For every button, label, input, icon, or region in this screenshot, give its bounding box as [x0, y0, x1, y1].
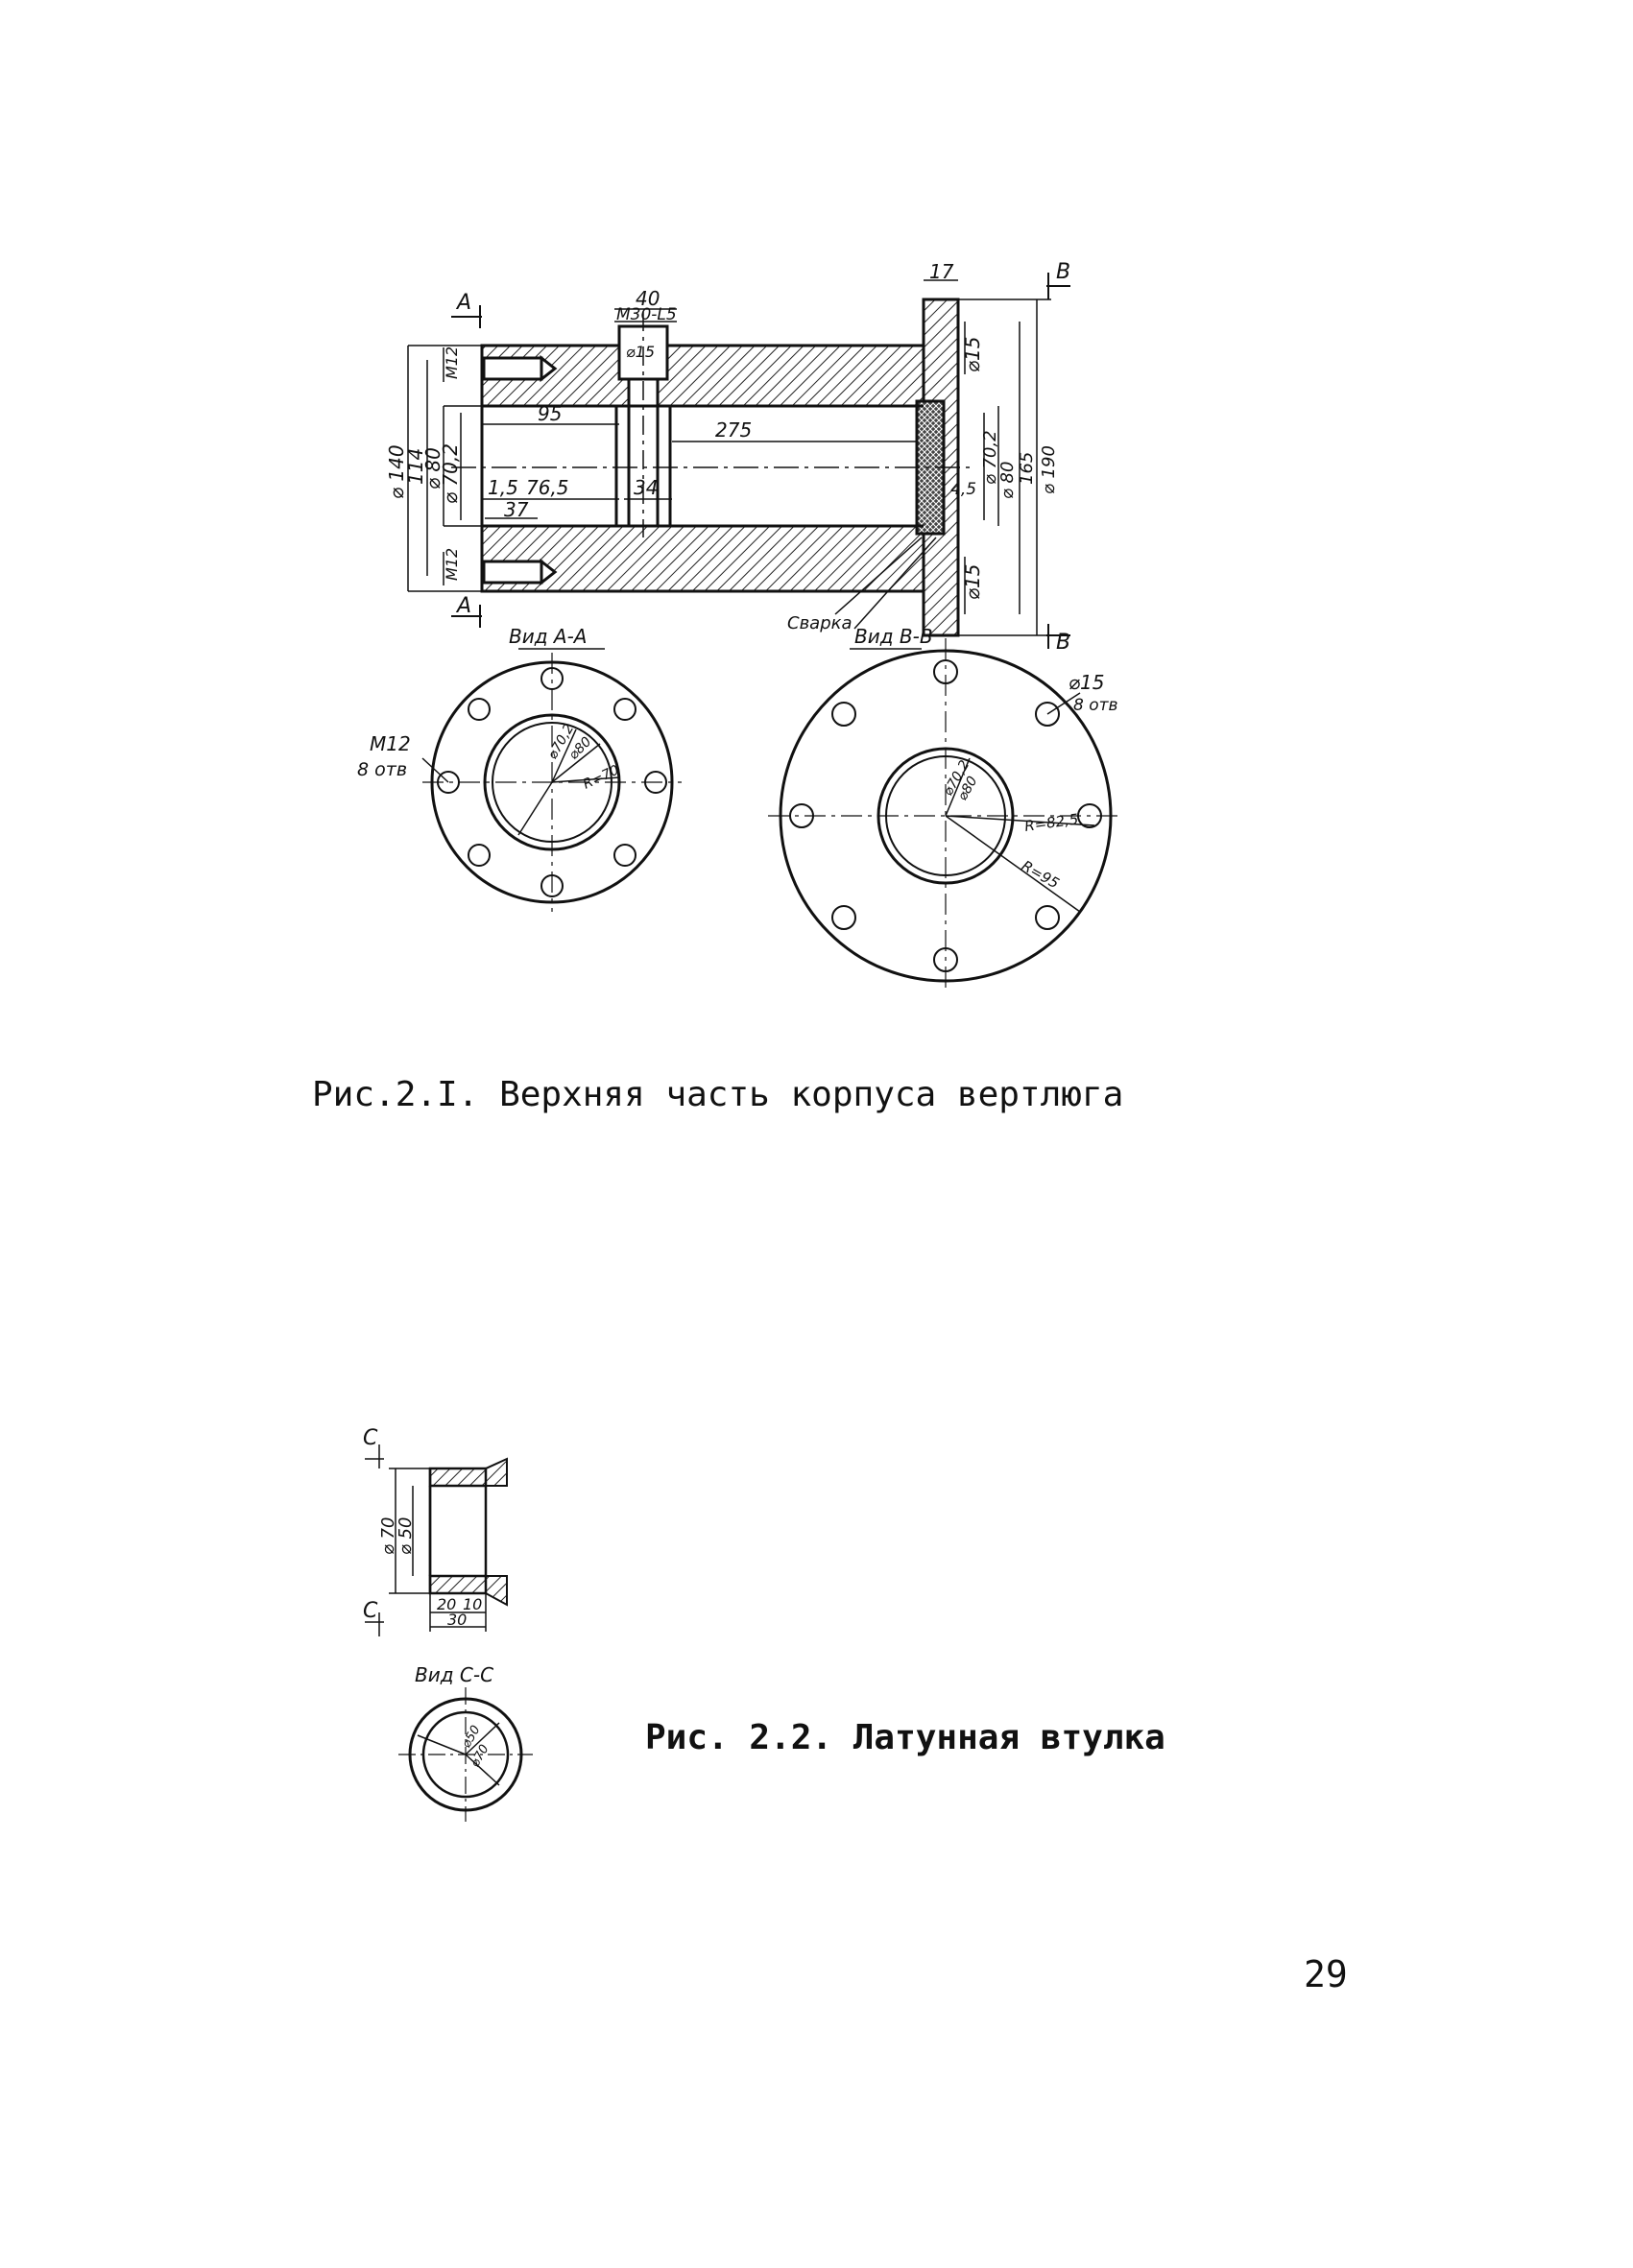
- top-thread-hole: [482, 356, 543, 381]
- section-dimension-labels: А А В В ⌀ 140 114 ⌀ 80 ⌀ 70,2 М12 М12 40…: [385, 260, 1070, 655]
- bushing-top-wall: [428, 1467, 488, 1488]
- bushing-bottom-wall: [428, 1574, 488, 1595]
- dim-34: 34: [634, 476, 658, 499]
- bushing-dim-d50: ⌀ 50: [396, 1517, 416, 1555]
- view-bb: [768, 638, 1123, 993]
- dim-d80: ⌀ 80: [421, 447, 444, 489]
- view-bb-hole: [831, 702, 856, 727]
- dim-95: 95: [538, 402, 562, 425]
- figure-caption-2-1: Рис.2.I. Верхняя часть корпуса вертлюга: [312, 1075, 1124, 1114]
- dim-114: 114: [404, 448, 427, 485]
- bushing-dim-d70: ⌀ 70: [378, 1517, 398, 1555]
- dim-d15-bottom: ⌀15: [961, 564, 984, 601]
- view-aa-r70: R=70: [581, 762, 621, 792]
- view-bb-hole: [789, 803, 814, 828]
- view-bb-hole: [831, 905, 856, 930]
- bushing-dim-20: 20: [437, 1595, 456, 1613]
- view-aa-hole: [644, 771, 667, 794]
- page-number: 29: [1304, 1953, 1348, 1995]
- view-bb-hole: [933, 947, 958, 972]
- dim-275: 275: [715, 418, 752, 442]
- dim-1-5: 1,5: [488, 476, 518, 499]
- section-b-label-top: В: [1056, 260, 1070, 284]
- view-cc-label: Вид С-С: [415, 1663, 493, 1686]
- dim-m12-top: М12: [443, 346, 461, 379]
- bushing-section: [365, 1444, 508, 1636]
- view-bb-hole: [1077, 803, 1102, 828]
- view-bb-labels: ⌀15 8 отв ⌀70,2 ⌀80 R=82,5 R=95: [941, 671, 1118, 893]
- dim-d190: ⌀ 190: [1039, 445, 1059, 494]
- view-bb-hole: [1035, 702, 1060, 727]
- view-bb-hole: [1035, 905, 1060, 930]
- port-boss: [617, 324, 669, 381]
- dim-d15-top: ⌀15: [961, 337, 984, 373]
- view-aa-hole: [468, 698, 491, 721]
- section-c-label-bottom: С: [363, 1599, 378, 1623]
- view-aa: [421, 648, 682, 912]
- weld-label: Сварка: [787, 613, 853, 633]
- dim-4-5: 4,5: [950, 480, 976, 499]
- view-bb-d15: ⌀15: [1069, 671, 1105, 694]
- dim-d140: ⌀ 140: [385, 444, 408, 499]
- view-bb-holes: 8 отв: [1073, 696, 1118, 715]
- view-aa-m12: М12: [370, 732, 411, 755]
- dim-m12-bottom: М12: [443, 548, 461, 581]
- bottom-wall: [480, 524, 925, 593]
- dim-165: 165: [1017, 452, 1037, 485]
- view-bb-r95: R=95: [1019, 857, 1062, 893]
- section-b-label-bottom: В: [1056, 631, 1070, 655]
- figure-caption-2-2: Рис. 2.2. Латунная втулка: [645, 1718, 1165, 1757]
- view-aa-holes: 8 отв: [357, 759, 407, 780]
- view-aa-hole: [468, 844, 491, 867]
- dim-40: 40: [636, 287, 660, 310]
- dim-d70-2-right: ⌀ 70,2: [980, 430, 1000, 485]
- view-bb-r82: R=82,5: [1023, 810, 1079, 835]
- section-a-label-top: А: [455, 291, 471, 315]
- view-aa-hole: [437, 771, 460, 794]
- bottom-thread-hole: [482, 560, 543, 585]
- section-a-label-bottom: А: [455, 594, 471, 618]
- view-aa-hole: [540, 667, 564, 690]
- dim-m30: М30-L5: [616, 305, 677, 324]
- swivel-body-section: [407, 273, 1070, 649]
- view-aa-hole: [540, 874, 564, 897]
- view-bb-label: Вид В-В: [854, 625, 933, 648]
- dim-76-5: 76,5: [526, 476, 569, 499]
- view-aa-hole: [613, 698, 636, 721]
- view-bb-hole: [933, 659, 958, 684]
- top-wall: [480, 344, 925, 408]
- dim-17: 17: [929, 260, 954, 283]
- bushing-dim-10: 10: [463, 1595, 482, 1613]
- view-aa-label: Вид А-А: [509, 625, 587, 648]
- view-aa-hole: [613, 844, 636, 867]
- dim-d70-2: ⌀ 70,2: [439, 443, 462, 504]
- section-c-label-top: С: [363, 1426, 378, 1450]
- view-cc-labels: ⌀50 ⌀70: [459, 1723, 492, 1770]
- dim-37: 37: [504, 498, 529, 521]
- view-cc: [398, 1687, 533, 1822]
- bushing-dim-30: 30: [447, 1611, 467, 1629]
- bushing-labels: С С ⌀ 70 ⌀ 50 20 10 30 Вид С-С: [363, 1426, 493, 1686]
- dim-d80-right: ⌀ 80: [997, 462, 1018, 499]
- dim-d15-port: ⌀15: [626, 343, 655, 361]
